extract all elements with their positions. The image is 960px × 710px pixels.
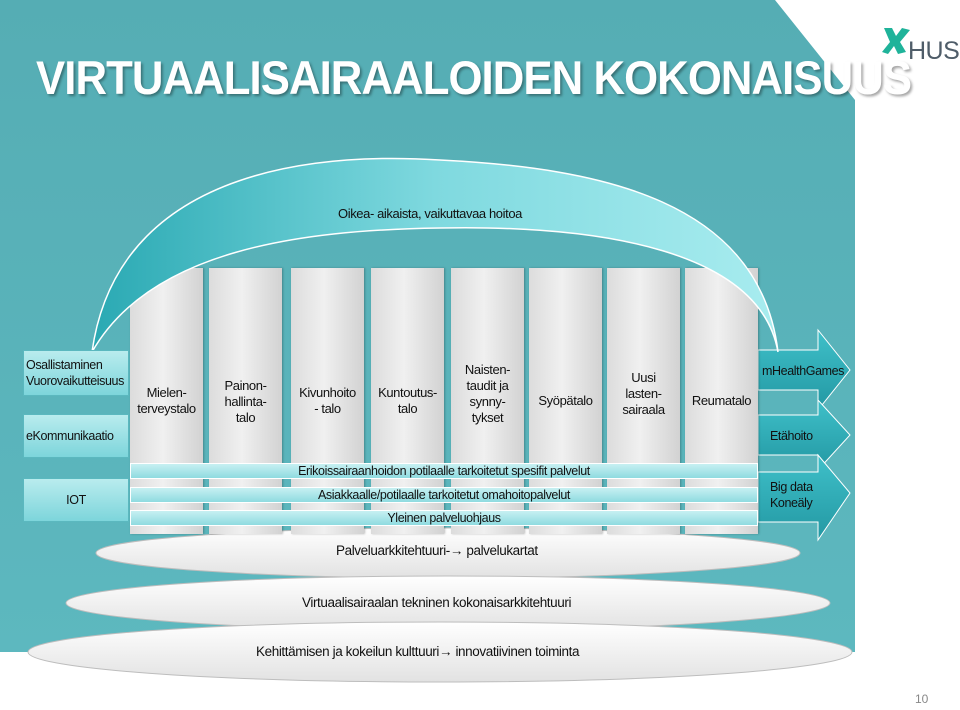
- left-box-ekommunikaatio: eKommunikaatio: [23, 414, 129, 458]
- arrow-label-bigdata: Big data Koneäly: [770, 480, 813, 510]
- left-box-iot: IOT: [23, 478, 129, 522]
- pillar-label: Syöpätalo: [538, 393, 593, 408]
- right-arrow-bigdata: [757, 453, 851, 542]
- arch-label: Oikea- aikaista, vaikuttavaa hoitoa: [338, 206, 522, 221]
- right-arrow-mhealthgames: [757, 328, 851, 412]
- pillar-label: Mielen- terveystalo: [137, 385, 196, 416]
- hus-logo-icon: [882, 28, 910, 54]
- pillar-label: Kuntoutus- talo: [378, 385, 437, 416]
- left-box-label: Osallistaminen Vuorovaikutteisuus: [26, 358, 124, 388]
- pillar-label: Painon- hallinta- talo: [224, 378, 267, 425]
- arrow-label-mhealthgames: mHealthGames: [762, 364, 845, 378]
- left-box-osallistaminen: Osallistaminen Vuorovaikutteisuus: [23, 350, 129, 396]
- right-arrow-etahoito: [757, 398, 851, 472]
- ellipse-label-kulttuuri: Kehittämisen ja kokeilun kulttuuri→ inno…: [256, 644, 580, 659]
- bar-omahoitopalvelut: Asiakkaalle/potilaalle tarkoitetut omaho…: [130, 487, 758, 503]
- left-box-label: eKommunikaatio: [26, 429, 114, 443]
- pillar-label: Naisten- taudit ja synny- tykset: [464, 362, 511, 425]
- arrow-label-etahoito: Etähoito: [770, 429, 813, 443]
- pillar-label: Kivunhoito - talo: [299, 385, 356, 416]
- arch-banner: [91, 157, 779, 353]
- ellipse-label-tekninen: Virtuaalisairaalan tekninen kokonaisarkk…: [302, 595, 572, 610]
- ellipse-kulttuuri: [27, 621, 853, 683]
- left-box-label: IOT: [66, 493, 86, 507]
- page-number: 10: [915, 692, 929, 706]
- logo-text: HUS: [908, 37, 960, 65]
- pillar-label: Reumatalo: [691, 393, 752, 408]
- bar-erikoissairaanhoito: Erikoissairaanhoidon potilaalle tarkoite…: [130, 463, 758, 479]
- pillar-label: Uusi lasten- sairaala: [622, 370, 665, 417]
- slide-title: VIRTUAALISAIRAALOIDEN KOKONAISUUS: [36, 51, 912, 104]
- bar-palveluohjaus: Yleinen palveluohjaus: [130, 510, 758, 526]
- ellipse-label-palveluarkkitehtuuri: Palveluarkkitehtuuri-→ palvelukartat: [336, 543, 538, 558]
